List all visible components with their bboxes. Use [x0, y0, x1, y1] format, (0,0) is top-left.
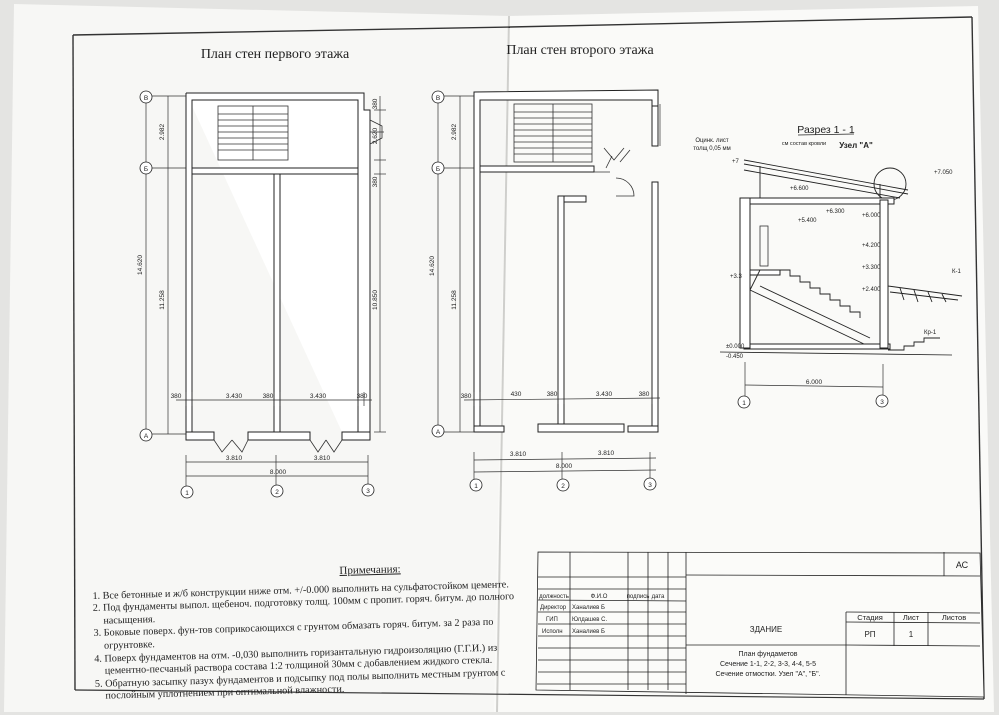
row2-position: ГИП [546, 617, 558, 623]
dim-room-width-1: 3.430 [226, 393, 243, 400]
row3-position: Исполн [542, 629, 563, 635]
desc-line-2: Сечение 1-1, 2-2, 3-3, 4-4, 5-5 [720, 661, 816, 668]
plan-first-floor: План стен первого этажа [137, 47, 386, 499]
door-icon [369, 119, 384, 145]
dim-wall-left: 380 [461, 393, 472, 400]
axis-label-1: 1 [185, 490, 189, 497]
dim-bottom-bay: 11.258 [159, 290, 166, 310]
col-position: должность [539, 594, 569, 600]
dim-wall-middle: 380 [547, 391, 558, 398]
dim-room-width-1: 430 [511, 391, 522, 398]
dim-room-width-2: 3.430 [596, 391, 613, 398]
notes-block: Примечания: Все бетонные и ж/б конструкц… [90, 560, 534, 704]
project-code: АС [956, 560, 969, 570]
axis-label-b: Б [436, 166, 440, 173]
dim-room-length: 10.850 [372, 290, 379, 310]
row1-name: Ханалиев Б [572, 605, 605, 611]
dim-total-width: 8.000 [556, 463, 573, 470]
stage-label: Стадия [857, 613, 883, 622]
mark-k1: К-1 [952, 269, 961, 275]
axis-label-a: А [436, 429, 441, 436]
dim-axis-1-2: 3.810 [226, 455, 243, 462]
dim-wall-left: 380 [171, 393, 182, 400]
desc-line-1: План фундаметов [738, 651, 797, 658]
dim-wall-right: 380 [639, 391, 650, 398]
col-name: Ф.И.О [591, 594, 608, 600]
dim-wall-top: 380 [372, 98, 379, 109]
level-6600: +6.600 [790, 186, 809, 192]
node-a-label: Узел "А" [839, 141, 873, 150]
axis-label-2: 2 [561, 483, 565, 490]
col-date: дата [652, 594, 665, 600]
dim-wall-middle: 380 [263, 393, 274, 400]
level-6000: +6.000 [862, 213, 881, 219]
axis-label-v: В [436, 95, 440, 102]
dim-6000: 6.000 [806, 379, 823, 386]
axis-label-1: 1 [474, 483, 478, 490]
dim-room-width-2: 3.430 [310, 393, 327, 400]
section-axis-3: 3 [880, 399, 884, 406]
level-zero: ±0.000 [726, 344, 745, 350]
sheet-label: Лист [903, 613, 920, 622]
row1-position: Директор [540, 605, 567, 611]
building-name: ЗДАНИЕ [750, 625, 782, 634]
dim-wall-mid: 380 [372, 176, 379, 187]
level-2400: +2.400 [862, 287, 881, 293]
dim-wall-right: 380 [357, 393, 368, 400]
axis-label-3: 3 [648, 482, 652, 489]
level-3: +3.3 [730, 274, 743, 280]
plan2-title: План стен второго этажа [506, 43, 654, 58]
axis-label-2: 2 [275, 489, 279, 496]
axis-label-b: Б [144, 166, 148, 173]
sheet-note-2: толщ 0,05 мм [693, 146, 731, 152]
dim-axis-2-3: 3.810 [598, 450, 615, 457]
sheet-value: 1 [909, 630, 914, 639]
plan-second-floor: План стен второго этажа [429, 43, 661, 492]
section-1-1: Разрез 1 - 1 Узел "А" см состав кровли О… [693, 124, 963, 409]
level-6300: +6.300 [826, 209, 845, 215]
dim-total-width: 8.000 [270, 469, 287, 476]
sheet-note-1: Оцинк. лист [695, 138, 729, 144]
dim-top-bay: 2.982 [451, 123, 458, 140]
section-title: Разрез 1 - 1 [797, 124, 855, 136]
row2-name: Юлдашев С. [572, 617, 607, 623]
section-axis-1: 1 [742, 400, 746, 407]
dim-door-zone: 2.620 [372, 127, 379, 144]
row3-name: Ханалиев Б [572, 629, 605, 635]
dim-axis-1-2: 3.810 [510, 451, 527, 458]
axis-label-v: В [144, 95, 148, 102]
level-3300: +3.300 [862, 265, 881, 271]
notes-list: Все бетонные и ж/б конструкции ниже отм.… [91, 578, 534, 704]
col-sign: подпись [627, 594, 650, 600]
axis-label-a: А [144, 433, 149, 440]
dim-total-height: 14.620 [137, 255, 144, 275]
level-5400: +5.400 [798, 218, 817, 224]
roof-note: см состав кровли [782, 141, 826, 147]
desc-line-3: Сечение отмостки. Узел "А", "Б". [716, 671, 821, 678]
dim-top-bay: 2.982 [159, 123, 166, 140]
drawing-frame [72, 16, 985, 700]
title-block [535, 551, 985, 698]
door-icon [603, 147, 631, 169]
level-4200: +4.200 [862, 243, 881, 249]
axis-label-3: 3 [366, 488, 370, 495]
stage-value: РП [864, 630, 875, 639]
dim-axis-2-3: 3.810 [314, 455, 331, 462]
sheets-label: Листов [942, 613, 966, 622]
dim-total-height: 14.620 [429, 256, 436, 276]
level-minus-0450: -0.450 [726, 354, 744, 360]
plan1-title: План стен первого этажа [201, 47, 350, 62]
level-7: +7 [732, 159, 740, 165]
level-7050: +7.050 [934, 170, 953, 176]
mark-kr1: Кр-1 [924, 330, 937, 336]
dim-bottom-bay: 11.258 [451, 290, 458, 310]
